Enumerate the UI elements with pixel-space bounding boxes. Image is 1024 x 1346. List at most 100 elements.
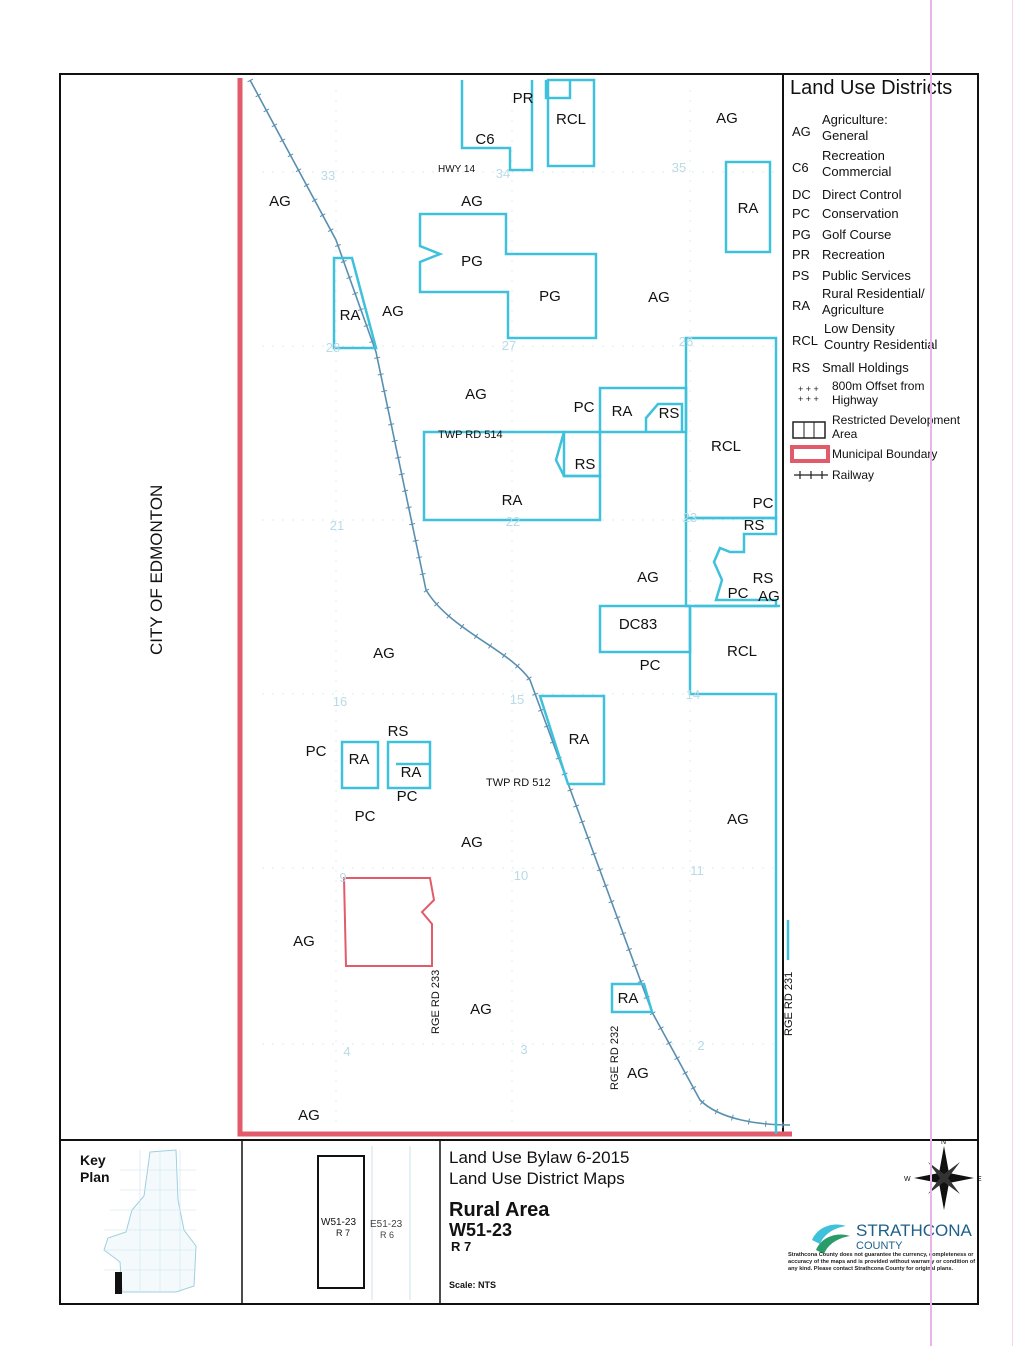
road-rge233: RGE RD 233 bbox=[430, 970, 442, 1034]
legend-code-rcl: RCL bbox=[792, 333, 818, 348]
zone-label-ag-center-mid: AG bbox=[465, 386, 487, 403]
zone-label-pc-7: PC bbox=[355, 808, 376, 825]
compass-e: E bbox=[977, 1176, 982, 1183]
legend-desc-rs: Small Holdings bbox=[822, 360, 909, 375]
legend-symbol-offset: 800m Offset from bbox=[832, 379, 924, 393]
area-title: Rural Area bbox=[449, 1199, 550, 1221]
zone-label-rs-3: RS bbox=[744, 517, 765, 534]
city-of-edmonton-label: CITY OF EDMONTON bbox=[147, 485, 166, 655]
road-hwy14: HWY 14 bbox=[438, 164, 475, 175]
scan-artifact-line-2 bbox=[1012, 0, 1013, 1346]
boundary-symbol-icon bbox=[790, 445, 830, 463]
section-number-11: 11 bbox=[690, 863, 704, 878]
road-rge232: RGE RD 232 bbox=[609, 1026, 621, 1090]
disclaimer-text: Strathcona County does not guarantee the… bbox=[788, 1252, 976, 1272]
zone-label-pc-2: PC bbox=[753, 495, 774, 512]
scan-artifact-line bbox=[930, 0, 932, 1346]
zone-label-rs-1: RS bbox=[659, 405, 680, 422]
restricted-symbol-icon bbox=[792, 421, 826, 439]
legend-code-pr: PR bbox=[792, 247, 810, 262]
legend-code-ra: RA bbox=[792, 298, 810, 313]
mini-w-sub: R 7 bbox=[336, 1228, 350, 1238]
maps-title: Land Use District Maps bbox=[449, 1169, 625, 1188]
zone-label-ag-top-right: AG bbox=[716, 110, 738, 127]
strathcona-logo-icon bbox=[812, 1224, 850, 1254]
section-number-27: 27 bbox=[502, 338, 516, 353]
legend-symbol-offset: Highway bbox=[832, 393, 878, 407]
legend-desc-pg: Golf Course bbox=[822, 227, 891, 242]
key-plan-county-shape bbox=[103, 1149, 197, 1293]
section-number-15: 15 bbox=[510, 692, 524, 707]
zone-label-pr: PR bbox=[513, 90, 534, 107]
legend-desc-pr: Recreation bbox=[822, 247, 885, 262]
legend-desc-dc: Direct Control bbox=[822, 187, 902, 202]
legend-symbol-restricted: Area bbox=[832, 427, 858, 441]
svg-text:+ + +: + + + bbox=[798, 384, 819, 394]
section-number-34: 34 bbox=[496, 166, 510, 181]
zone-label-pc-5: PC bbox=[306, 743, 327, 760]
compass-w: W bbox=[904, 1176, 911, 1183]
legend-desc-c6: Commercial bbox=[822, 164, 891, 179]
zone-label-ra-btm: RA bbox=[618, 990, 639, 1007]
legend-desc-ps: Public Services bbox=[822, 268, 911, 283]
mini-location-plan: W51-23 R 7 E51-23 R 6 bbox=[317, 1146, 411, 1300]
zone-label-ag-left-mid: AG bbox=[373, 645, 395, 662]
legend-desc-rcl: Low Density bbox=[824, 321, 895, 336]
bylaw-title: Land Use Bylaw 6-2015 bbox=[449, 1148, 630, 1167]
legend: Land Use Districts bbox=[790, 77, 952, 99]
zone-label-c6: C6 bbox=[475, 131, 494, 148]
zone-label-ag-right-mid: AG bbox=[648, 289, 670, 306]
legend-desc-rcl: Country Residential bbox=[824, 337, 938, 352]
zone-label-rs-5: RS bbox=[388, 723, 409, 740]
legend-desc-c6: Recreation bbox=[822, 148, 885, 163]
zone-label-ra-mid: RA bbox=[569, 731, 590, 748]
compass-rose-icon: N E W bbox=[904, 1139, 982, 1210]
legend-desc-pc: Conservation bbox=[822, 206, 899, 221]
legend-symbol-restricted: Restricted Development bbox=[832, 413, 961, 427]
sheet-border bbox=[59, 73, 979, 1305]
section-number-35: 35 bbox=[672, 160, 686, 175]
zone-label-pg-2: PG bbox=[539, 288, 561, 305]
section-number-21: 21 bbox=[330, 518, 344, 533]
offset-symbol-icon: + + ++ + + bbox=[798, 384, 819, 404]
legend-code-ag: AG bbox=[792, 124, 811, 139]
zone-label-ra-5: RA bbox=[349, 751, 370, 768]
section-number-26: 26 bbox=[679, 334, 693, 349]
zone-label-ag-center-low: AG bbox=[637, 569, 659, 586]
zone-label-ag-center-btm: AG bbox=[461, 834, 483, 851]
legend-code-rs: RS bbox=[792, 360, 810, 375]
mini-e-code: E51-23 bbox=[370, 1219, 403, 1230]
restricted-boundary-parcel bbox=[342, 877, 436, 967]
zone-label-rcl-low: RCL bbox=[727, 643, 757, 660]
zone-outlines bbox=[332, 78, 790, 1134]
zone-label-pc-6: PC bbox=[397, 788, 418, 805]
legend-items: AGAgriculture:GeneralC6RecreationCommerc… bbox=[792, 112, 961, 482]
brand-name: STRATHCONA bbox=[856, 1221, 973, 1240]
zone-label-pc-4: PC bbox=[640, 657, 661, 674]
zone-label-ag-left-btm: AG bbox=[293, 933, 315, 950]
legend-desc-ag: Agriculture: bbox=[822, 112, 888, 127]
zone-label-ra-small: RA bbox=[340, 307, 361, 324]
zone-label-pc-1: PC bbox=[574, 399, 595, 416]
zone-label-rs-4: RS bbox=[753, 570, 774, 587]
section-number-23: 23 bbox=[683, 510, 697, 525]
zone-label-ag-corner: AG bbox=[298, 1107, 320, 1124]
section-number-14: 14 bbox=[686, 687, 700, 702]
section-number-10: 10 bbox=[514, 868, 528, 883]
mini-e-sub: R 6 bbox=[380, 1230, 394, 1240]
zone-label-rcl-top: RCL bbox=[556, 111, 586, 128]
section-number-28: 28 bbox=[326, 340, 340, 355]
key-plan-highlight bbox=[115, 1272, 122, 1294]
legend-code-pg: PG bbox=[792, 227, 811, 242]
legend-desc-ra: Rural Residential/ bbox=[822, 286, 925, 301]
zone-label-ag-tiny: AG bbox=[758, 588, 780, 605]
area-range: R 7 bbox=[451, 1239, 471, 1254]
legend-symbols: + + ++ + + bbox=[790, 384, 830, 479]
legend-code-ps: PS bbox=[792, 268, 810, 283]
scale-label: Scale: NTS bbox=[449, 1280, 496, 1290]
legend-code-dc: DC bbox=[792, 187, 811, 202]
legend-code-c6: C6 bbox=[792, 160, 809, 175]
